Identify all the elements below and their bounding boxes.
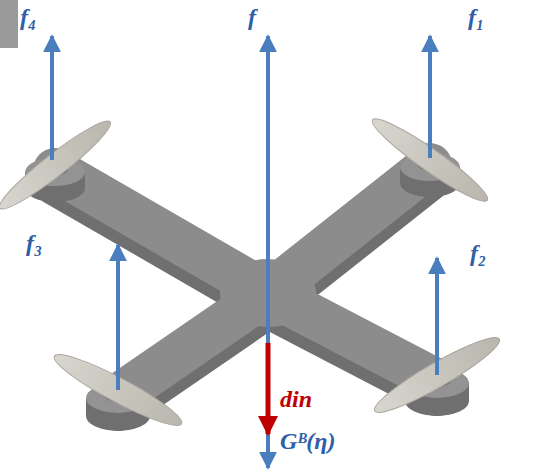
dynamic-label: din [280, 386, 312, 412]
force-label: f₃ [26, 230, 42, 256]
force-label: f₄ [20, 4, 36, 30]
force-label: f₂ [470, 240, 486, 266]
gravity-label: Gᴮ(η) [280, 428, 336, 454]
frame-body [55, 165, 437, 408]
force-label: f [248, 4, 256, 30]
force-label: f₁ [468, 4, 484, 30]
force-arrows [52, 36, 437, 468]
dynamic-force-arrow [266, 343, 271, 434]
corner-strip [0, 0, 18, 48]
propellers [0, 111, 505, 435]
